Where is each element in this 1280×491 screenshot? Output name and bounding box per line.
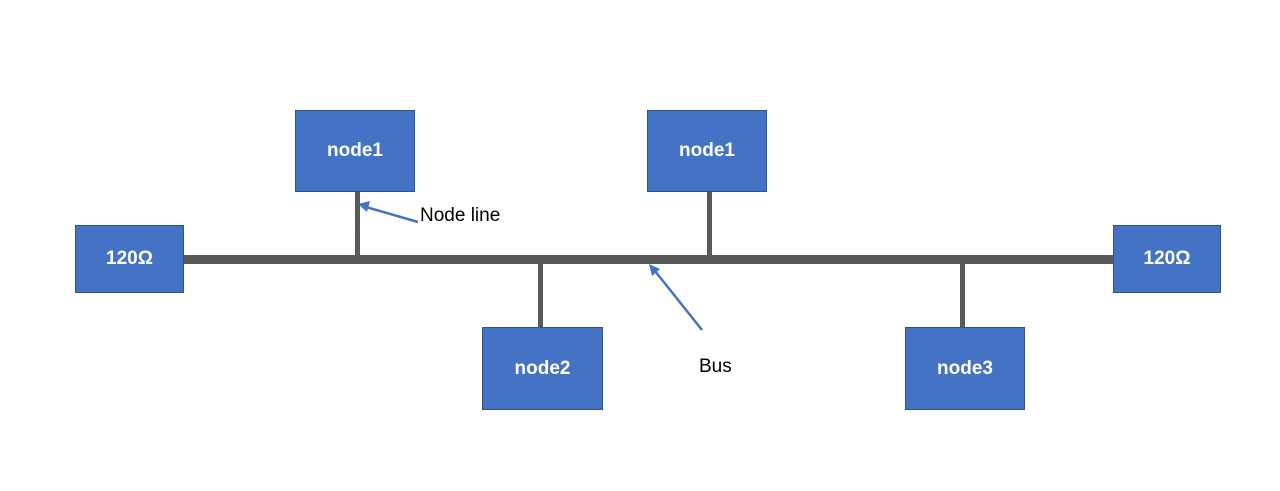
node-top-left: node1	[295, 110, 415, 192]
node-bottom-left: node2	[482, 327, 603, 410]
bus-annotation: Bus	[699, 356, 732, 377]
node-top-middle-label: node1	[679, 140, 735, 161]
terminator-left: 120Ω	[75, 225, 184, 293]
node-bottom-right: node3	[905, 327, 1025, 410]
node-line-top-middle	[707, 191, 712, 257]
node-top-left-label: node1	[327, 140, 383, 161]
terminator-right-label: 120Ω	[1143, 248, 1191, 269]
node-line-bottom-left	[538, 262, 543, 328]
bus-arrow	[649, 264, 703, 331]
terminator-right: 120Ω	[1113, 225, 1221, 293]
node-bottom-right-label: node3	[937, 357, 993, 379]
node-line-bottom-right	[960, 262, 965, 328]
node-line-annotation: Node line	[420, 205, 501, 226]
node-line-arrow	[358, 201, 419, 224]
node-line-top-left	[355, 191, 360, 257]
node-top-middle: node1	[647, 110, 767, 192]
terminator-left-label: 120Ω	[106, 248, 153, 269]
bus-line	[183, 255, 1114, 264]
node-bottom-left-label: node2	[514, 357, 571, 379]
